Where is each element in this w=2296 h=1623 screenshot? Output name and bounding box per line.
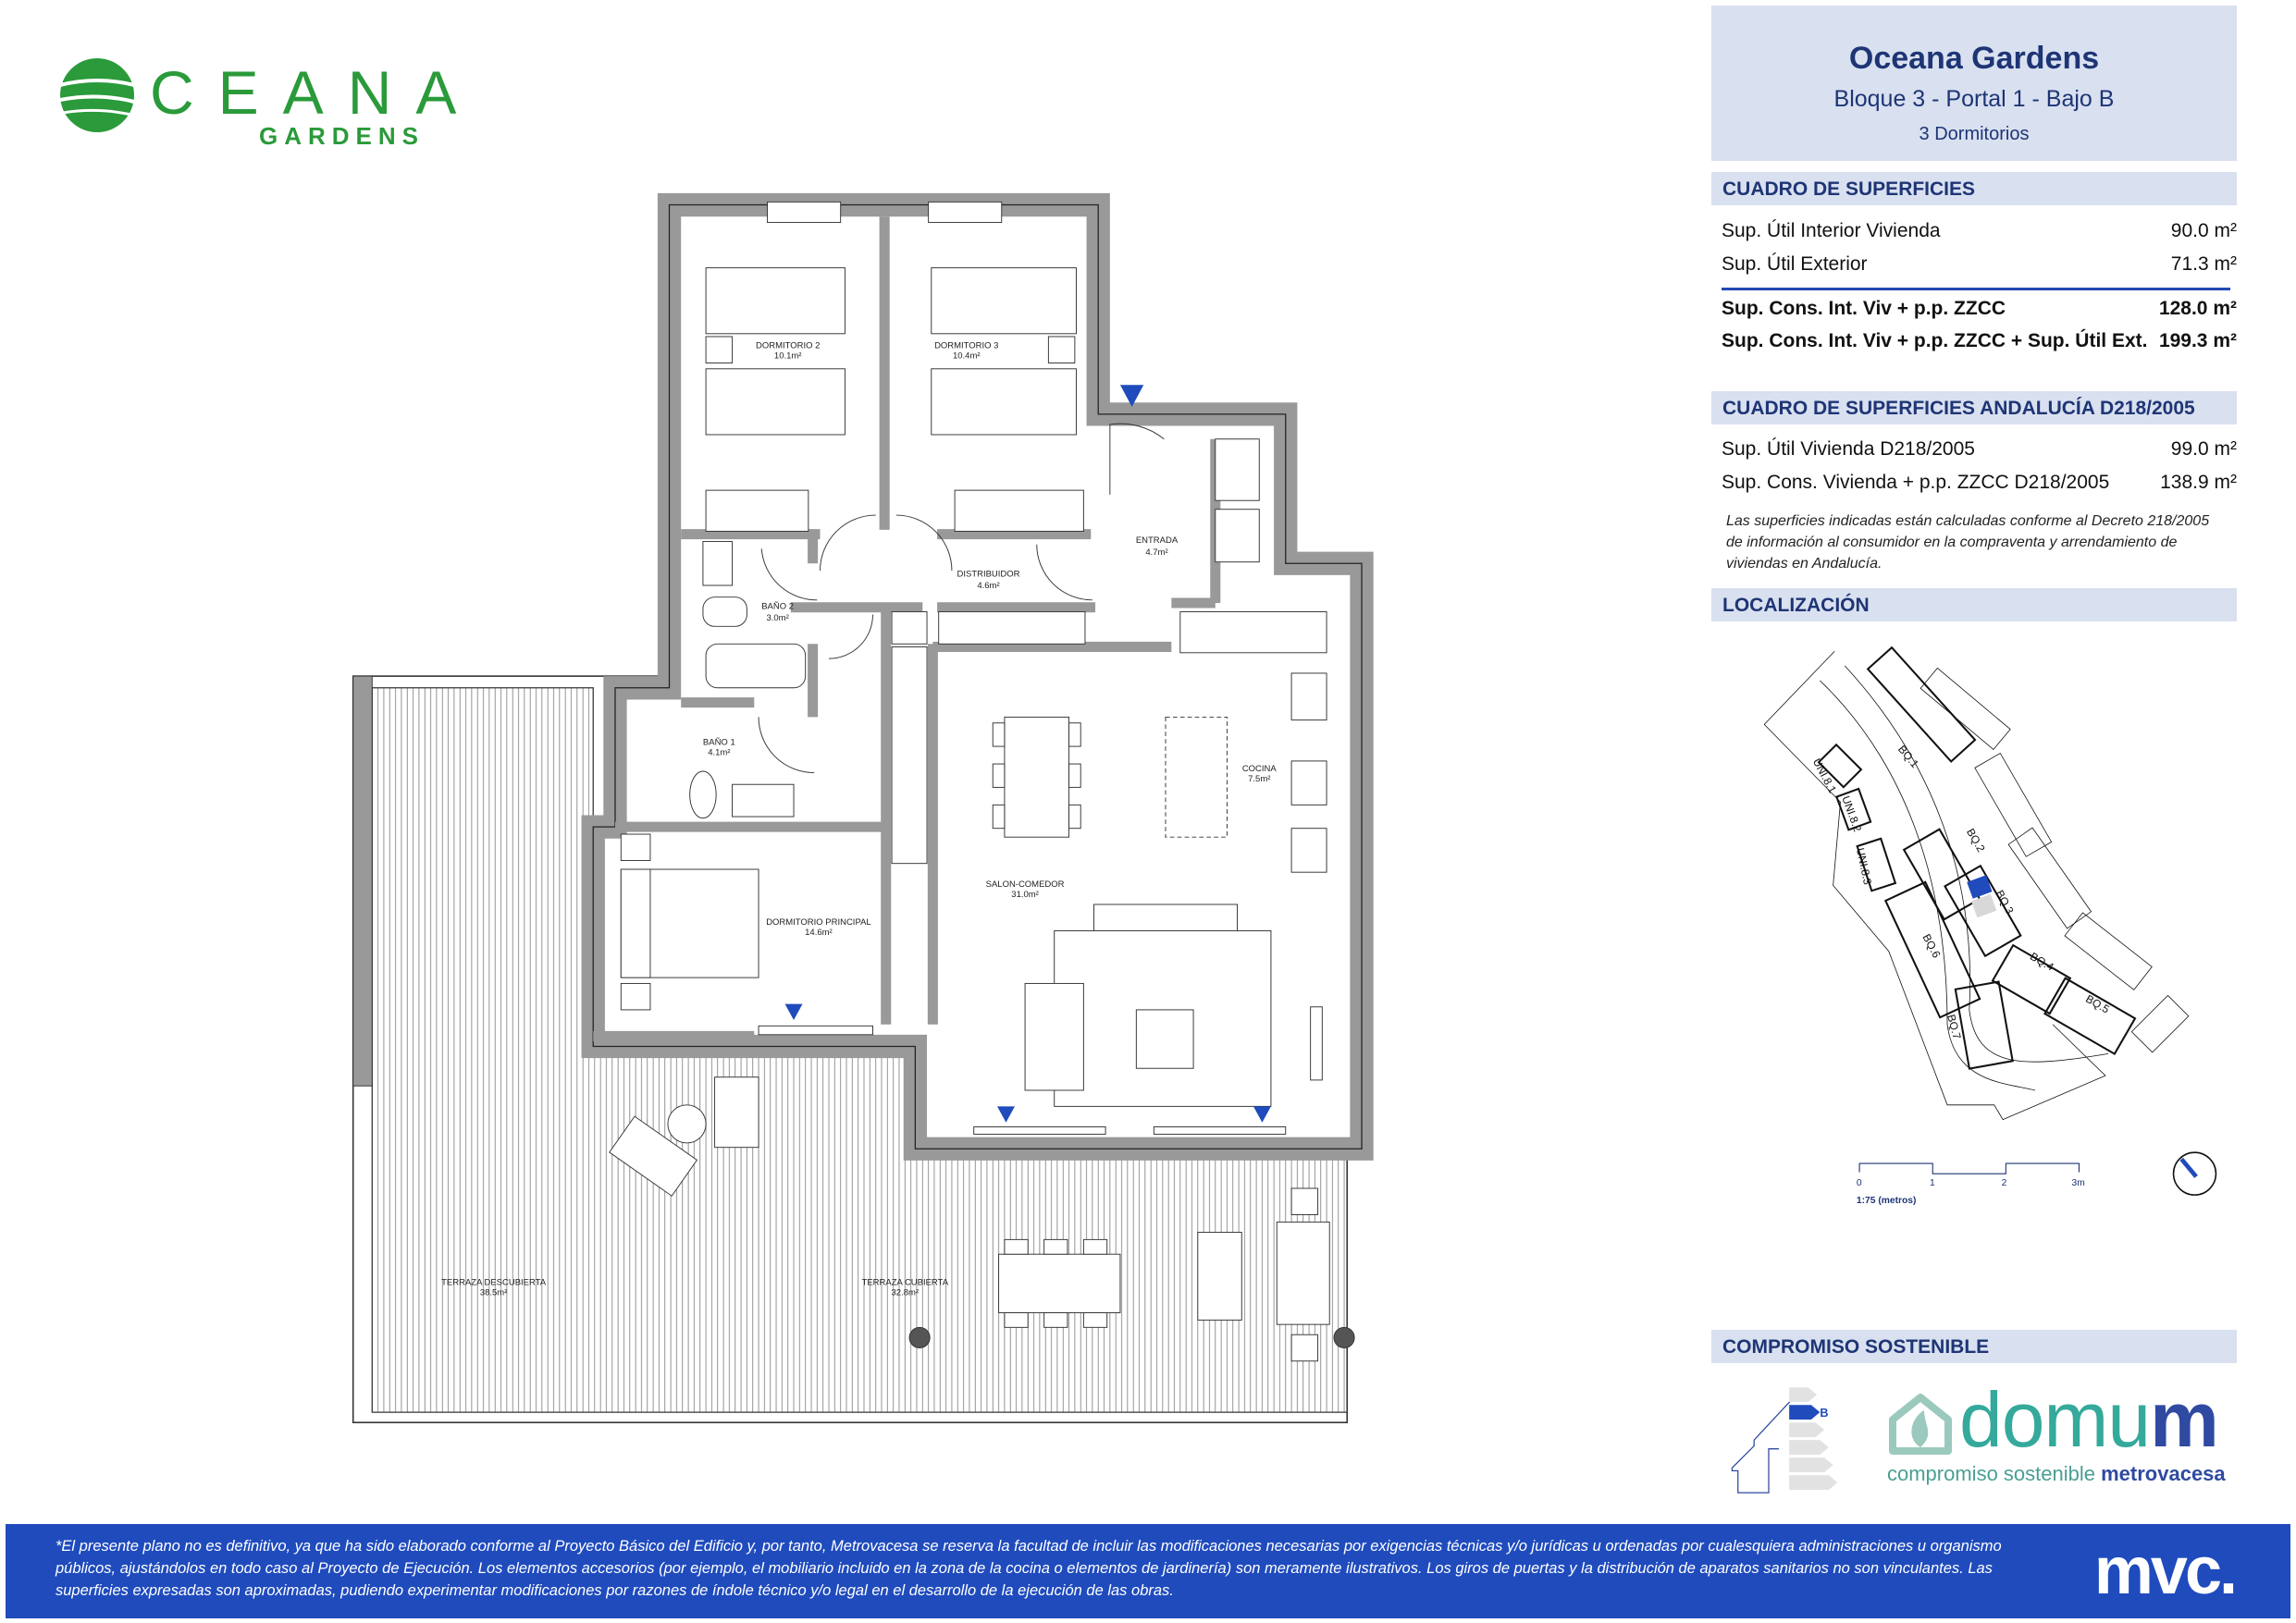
scale-label: 1:75 (metros) <box>1857 1196 1916 1206</box>
domum-word-a: domu <box>1959 1376 2151 1463</box>
area-value: 99.0 m² <box>2170 438 2237 460</box>
divider <box>1722 288 2230 290</box>
map-label: BQ.2 <box>1964 826 1988 854</box>
map-label: BQ.6 <box>1920 932 1943 961</box>
decree-note: Las superficies indicadas están calculad… <box>1726 513 2210 572</box>
footer: *El presente plano no es definitivo, ya … <box>6 1524 2290 1618</box>
area-label: Sup. Cons. Int. Viv + p.p. ZZCC + Sup. Ú… <box>1722 330 2148 351</box>
logo-word: CEANA <box>150 58 481 127</box>
room-name: TERRAZA CUBIERTA <box>862 1277 949 1287</box>
section-andalucia: CUADRO DE SUPERFICIES ANDALUCÍA D218/200… <box>1711 391 2237 424</box>
domum-logo: domum compromiso sostenible metrovacesa <box>1887 1376 2229 1494</box>
location-map <box>1763 646 2190 1121</box>
terrace-wall <box>352 675 373 1087</box>
map-label: BQ.1 <box>1895 743 1921 770</box>
area-value: 128.0 m² <box>2158 298 2237 319</box>
area-value: 199.3 m² <box>2158 330 2237 351</box>
map-label: BQ.7 <box>1944 1013 1964 1040</box>
room-name: BAÑO 2 <box>761 601 794 611</box>
room-name: BAÑO 1 <box>703 737 735 747</box>
room-name: TERRAZA DESCUBIERTA <box>441 1277 547 1287</box>
mvc-logo: mvc. <box>2093 1534 2238 1608</box>
logo-sub: GARDENS <box>259 122 426 150</box>
tagline-b: metrovacesa <box>2101 1462 2226 1485</box>
area-row: Sup. Cons. Int. Viv + p.p. ZZCC + Sup. Ú… <box>1722 330 2237 352</box>
project-title: Oceana Gardens <box>1848 41 2100 76</box>
area-row: Sup. Útil Exterior 71.3 m² <box>1722 253 2237 276</box>
door-swings <box>758 423 1165 774</box>
room-name: SALON-COMEDOR <box>986 879 1065 890</box>
apartment-outline <box>592 203 1363 1150</box>
domum-tagline: compromiso sostenible metrovacesa <box>1887 1462 2226 1486</box>
room-area: 4.1m² <box>708 748 730 758</box>
scale-tick: 0 <box>1857 1178 1862 1188</box>
map-label: BQ.5 <box>2083 992 2112 1016</box>
room-area: 4.6m² <box>977 581 999 591</box>
map-label: BQ.3 <box>1994 888 2017 916</box>
entry-arrow-icons <box>784 385 1271 1123</box>
energy-class: B <box>1820 1407 1828 1420</box>
tagline-a: compromiso sostenible <box>1887 1462 2102 1485</box>
area-label: Sup. Útil Vivienda D218/2005 <box>1722 438 1975 460</box>
section-localizacion: LOCALIZACIÓN <box>1711 588 2237 621</box>
room-name: DORMITORIO PRINCIPAL <box>766 917 870 928</box>
room-area: 31.0m² <box>1011 890 1039 900</box>
room-name: DORMITORIO 3 <box>934 341 998 351</box>
area-label: Sup. Cons. Vivienda + p.p. ZZCC D218/200… <box>1722 472 2110 493</box>
scale-tick: 1 <box>1930 1178 1935 1188</box>
unit-header: Oceana Gardens Bloque 3 - Portal 1 - Baj… <box>1711 6 2237 161</box>
room-area: 10.4m² <box>953 351 981 362</box>
area-value: 71.3 m² <box>2170 253 2237 275</box>
room-name: ENTRADA <box>1136 535 1179 546</box>
energy-rating-icon: B <box>1731 1387 1838 1494</box>
oceana-globe-icon <box>59 58 135 132</box>
bedroom-count: 3 Dormitorios <box>1919 124 2030 144</box>
scale-tick: 2 <box>2002 1178 2007 1188</box>
area-label: Sup. Útil Interior Vivienda <box>1722 220 1941 241</box>
unit-id: Bloque 3 - Portal 1 - Bajo B <box>1833 86 2115 112</box>
section-superficies: CUADRO DE SUPERFICIES <box>1711 172 2237 205</box>
map-label: UNI.8.3 <box>1854 847 1874 887</box>
domum-word: domum <box>1959 1375 2219 1465</box>
room-area: 14.6m² <box>805 928 833 938</box>
area-label: Sup. Cons. Int. Viv + p.p. ZZCC <box>1722 298 2006 319</box>
compass-icon <box>2172 1151 2217 1196</box>
section-sostenible: COMPROMISO SOSTENIBLE <box>1711 1330 2237 1363</box>
area-row: Sup. Útil Vivienda D218/2005 99.0 m² <box>1722 438 2237 461</box>
area-value: 138.9 m² <box>2160 472 2237 493</box>
area-row: Sup. Cons. Vivienda + p.p. ZZCC D218/200… <box>1722 472 2237 494</box>
interior-walls <box>593 216 1221 1041</box>
room-name: COCINA <box>1242 764 1278 774</box>
area-value: 90.0 m² <box>2170 220 2237 241</box>
domum-word-b: m <box>2150 1376 2219 1463</box>
room-area: 7.5m² <box>1248 774 1270 784</box>
room-area: 10.1m² <box>774 351 802 362</box>
room-area: 38.5m² <box>480 1288 508 1298</box>
highlighted-unit <box>1967 875 1993 899</box>
area-row: Sup. Cons. Int. Viv + p.p. ZZCC 128.0 m² <box>1722 298 2237 320</box>
area-label: Sup. Útil Exterior <box>1722 253 1868 275</box>
area-row: Sup. Útil Interior Vivienda 90.0 m² <box>1722 220 2237 242</box>
scale-bar <box>1858 1162 2080 1174</box>
scale-tick: 3m <box>2072 1178 2085 1188</box>
disclaimer: *El presente plano no es definitivo, ya … <box>56 1538 2002 1599</box>
oceana-logo: CEANA GARDENS <box>57 54 456 155</box>
windows <box>758 201 1287 1135</box>
map-label: BQ.4 <box>2028 950 2056 974</box>
room-name: DORMITORIO 2 <box>756 341 820 351</box>
room-area: 4.7m² <box>1145 547 1167 558</box>
room-name: DISTRIBUIDOR <box>957 570 1020 580</box>
furniture <box>609 267 1355 1362</box>
room-area: 32.8m² <box>892 1288 920 1298</box>
domum-house-icon <box>1889 1394 1952 1455</box>
room-area: 3.0m² <box>767 613 789 623</box>
